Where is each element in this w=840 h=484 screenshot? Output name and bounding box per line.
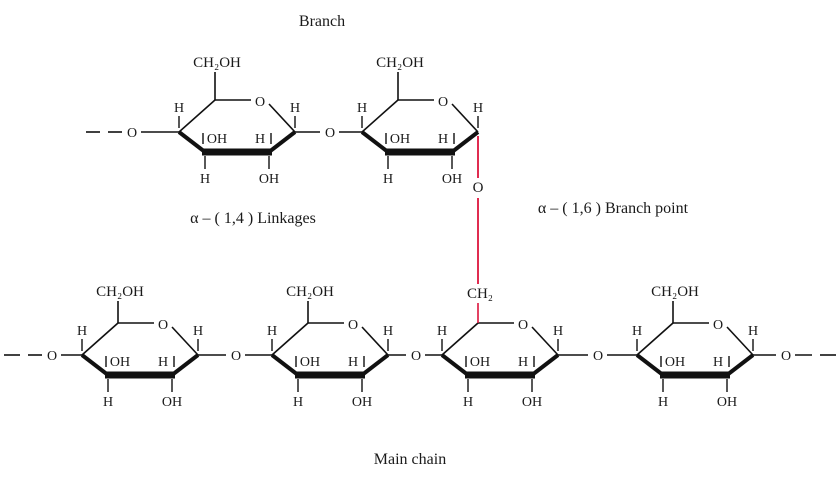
bond — [178, 99, 216, 133]
alpha-14-linkages-label: α – ( 1,4 ) Linkages — [190, 210, 316, 227]
bond — [726, 326, 754, 356]
oh-label: OH — [442, 172, 462, 187]
h-label: H — [553, 324, 563, 339]
glucose-ring: O CH₂ H H OH H H OH — [437, 286, 563, 410]
h-label: H — [290, 101, 300, 116]
h-label: H — [158, 355, 168, 370]
h-label: H — [658, 395, 668, 410]
glucose-ring: O CH₂OH H H OH H H OH — [357, 55, 483, 187]
glucose-ring: O CH₂OH H H OH H H OH — [174, 55, 300, 187]
glucose-ring: O CH₂OH H H OH H H OH — [267, 284, 393, 410]
bond — [361, 326, 389, 356]
ch2-branch-label: CH₂ — [467, 286, 493, 302]
ch2oh-label: CH₂OH — [286, 284, 334, 300]
bond — [80, 353, 110, 377]
bond — [177, 130, 207, 154]
oh-label: OH — [352, 395, 372, 410]
bond — [531, 326, 559, 356]
h-label: H — [174, 101, 184, 116]
glycosidic-oxygen-label: O — [781, 349, 791, 364]
bond — [635, 353, 665, 377]
ring-oxygen-label: O — [438, 95, 448, 110]
oh-label: OH — [665, 355, 685, 370]
bond — [361, 99, 399, 133]
glycosidic-oxygen-label: O — [325, 126, 335, 141]
oh-label: OH — [300, 355, 320, 370]
h-label: H — [293, 395, 303, 410]
oh-label: OH — [110, 355, 130, 370]
bond — [636, 322, 674, 356]
h-label: H — [473, 101, 483, 116]
ring-oxygen-label: O — [518, 318, 528, 333]
h-label: H — [383, 324, 393, 339]
h-label: H — [357, 101, 367, 116]
bond — [441, 322, 479, 356]
glycosidic-oxygen-label: O — [127, 126, 137, 141]
h-label: H — [200, 172, 210, 187]
oh-label: OH — [522, 395, 542, 410]
h-label: H — [348, 355, 358, 370]
glucose-ring: O CH₂OH H H OH H H OH — [77, 284, 203, 410]
branch-label: Branch — [299, 13, 345, 30]
bond — [81, 322, 119, 356]
bond — [360, 130, 390, 154]
oh-label: OH — [207, 132, 227, 147]
ring-oxygen-label: O — [713, 318, 723, 333]
h-label: H — [518, 355, 528, 370]
h-label: H — [193, 324, 203, 339]
bond — [360, 353, 390, 377]
bond — [268, 103, 296, 133]
alpha-16-branch-point-label: α – ( 1,6 ) Branch point — [538, 200, 689, 217]
glycosidic-oxygen-label: O — [231, 349, 241, 364]
bond — [170, 353, 200, 377]
bond — [270, 353, 300, 377]
h-label: H — [255, 132, 265, 147]
h-label: H — [438, 132, 448, 147]
bond — [530, 353, 560, 377]
branch-oxygen-label: O — [473, 180, 484, 196]
h-label: H — [77, 324, 87, 339]
h-label: H — [267, 324, 277, 339]
glycosidic-oxygen-label: O — [593, 349, 603, 364]
ch2oh-label: CH₂OH — [96, 284, 144, 300]
bond — [725, 353, 755, 377]
bond — [440, 353, 470, 377]
oh-label: OH — [390, 132, 410, 147]
ring-oxygen-label: O — [255, 95, 265, 110]
ch2oh-label: CH₂OH — [376, 55, 424, 71]
oh-label: OH — [162, 395, 182, 410]
h-label: H — [383, 172, 393, 187]
ring-oxygen-label: O — [348, 318, 358, 333]
oh-label: OH — [717, 395, 737, 410]
alpha-16-branch-bond: O — [473, 136, 484, 284]
bond — [450, 130, 480, 154]
bond — [451, 103, 479, 133]
h-label: H — [632, 324, 642, 339]
glycosidic-oxygen-label: O — [47, 349, 57, 364]
main-chain-label: Main chain — [374, 451, 446, 468]
h-label: H — [463, 395, 473, 410]
oh-label: OH — [259, 172, 279, 187]
h-label: H — [103, 395, 113, 410]
oh-label: OH — [470, 355, 490, 370]
bond — [267, 130, 297, 154]
h-label: H — [437, 324, 447, 339]
ch2oh-label: CH₂OH — [193, 55, 241, 71]
h-label: H — [748, 324, 758, 339]
bond — [271, 322, 309, 356]
glycosidic-oxygen-label: O — [411, 349, 421, 364]
bond — [171, 326, 199, 356]
ring-oxygen-label: O — [158, 318, 168, 333]
ch2oh-label: CH₂OH — [651, 284, 699, 300]
h-label: H — [713, 355, 723, 370]
glucose-ring: O CH₂OH H H OH H H OH — [632, 284, 758, 410]
